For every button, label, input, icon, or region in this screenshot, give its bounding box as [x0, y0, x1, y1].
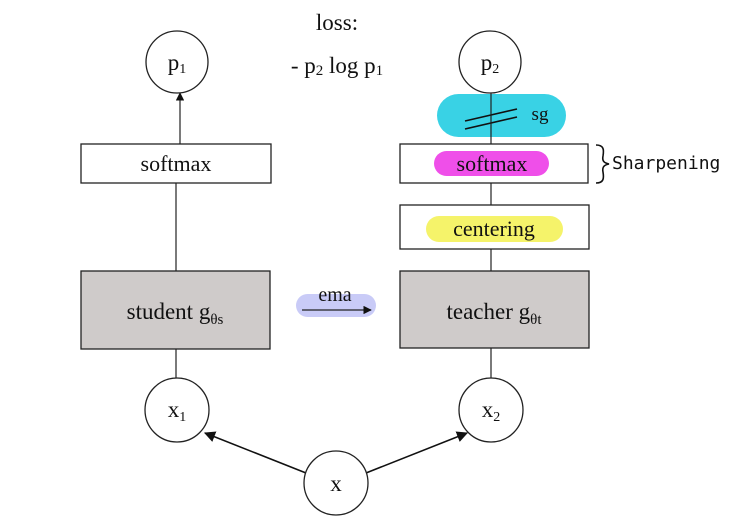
svg-text:p1: p1 [168, 50, 187, 77]
teacher-output-node: p2 [458, 30, 522, 94]
teacher-softmax-box: softmax [399, 143, 589, 184]
softmax-highlight [434, 151, 549, 176]
teacher-input-node: x2 [458, 377, 524, 443]
svg-text:softmax: softmax [141, 151, 212, 176]
svg-text:x: x [330, 471, 342, 496]
teacher-network-box: teacher gθt [399, 270, 590, 349]
svg-text:x1: x1 [168, 397, 187, 425]
loss-title: loss: [316, 10, 358, 35]
brace-icon [595, 144, 610, 184]
centering-highlight [426, 216, 563, 242]
svg-text:p2: p2 [481, 50, 500, 77]
sharpening-annotation: Sharpening [595, 144, 720, 184]
student-output-node: p1 [145, 30, 209, 94]
ema-highlight [296, 294, 376, 317]
student-softmax-box: softmax [80, 143, 272, 184]
arrow-x-to-x1 [203, 431, 307, 474]
svg-text:x2: x2 [482, 397, 501, 425]
root-input-node: x [303, 450, 369, 516]
arrow-x-to-x2 [365, 431, 469, 474]
teacher-centering-box: centering [399, 204, 590, 250]
svg-text:softmax: softmax [457, 151, 528, 176]
svg-text:centering: centering [453, 216, 535, 241]
sg-label: sg [532, 104, 549, 125]
svg-text:teacher gθt: teacher gθt [447, 299, 543, 328]
sharpening-label: Sharpening [612, 153, 720, 174]
student-network-box: student gθs [80, 270, 271, 350]
sg-highlight [437, 94, 566, 137]
stop-gradient-marker: sg [437, 94, 566, 137]
ema-arrow: ema [296, 284, 376, 317]
svg-text:student gθs: student gθs [127, 299, 224, 328]
loss-formula: - p2 log p1 [291, 53, 383, 79]
student-input-node: x1 [144, 377, 210, 443]
ema-label: ema [318, 284, 351, 306]
